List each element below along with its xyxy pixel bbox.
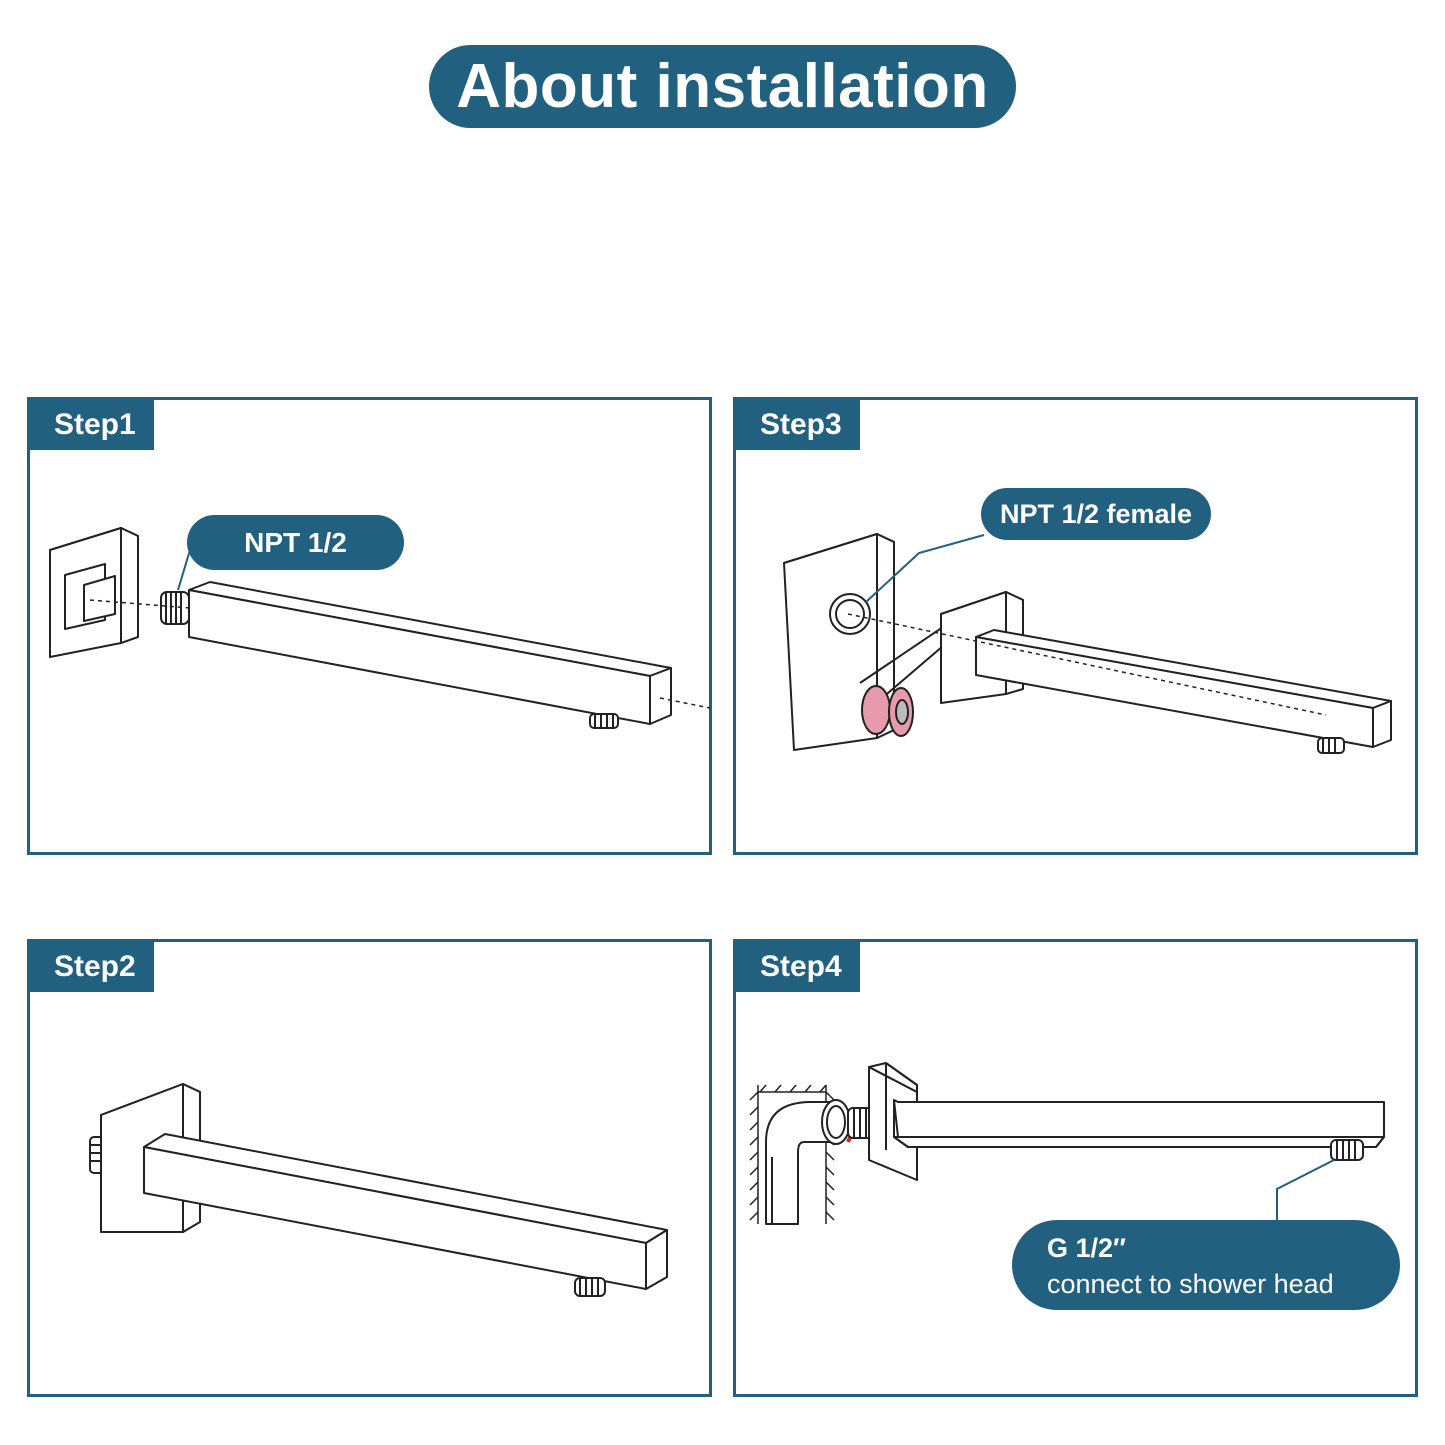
threaded-nipple [847, 1107, 873, 1139]
outlet-thread [589, 713, 619, 729]
step3-panel: Step3 [733, 397, 1418, 855]
step2-label: Step2 [30, 942, 154, 992]
step4-callout-desc: connect to shower head [1047, 1269, 1334, 1299]
step1-illustration [49, 527, 711, 729]
shower-arm [975, 629, 1392, 748]
step2-illustration [89, 1083, 668, 1297]
page-title: About installation [429, 45, 1016, 128]
step2-panel: Step2 [27, 939, 712, 1397]
step1-panel: Step1 [27, 397, 712, 855]
wall-flange [49, 527, 139, 658]
outlet-thread [1330, 1139, 1364, 1161]
step3-callout: NPT 1/2 female [981, 488, 1211, 540]
step3-illustration [783, 533, 1392, 754]
step4-callout-spec: G 1/2″ [1047, 1233, 1126, 1263]
step3-label: Step3 [736, 400, 860, 450]
step4-panel: Step4 [733, 939, 1418, 1397]
shower-arm [893, 1099, 1385, 1148]
elbow-pipe [765, 1099, 851, 1225]
step1-label: Step1 [30, 400, 154, 450]
shower-arm [188, 581, 672, 725]
step4-illustration [749, 1062, 1385, 1225]
pink-washer [861, 685, 914, 737]
outlet-thread [574, 1277, 606, 1297]
shower-arm [143, 1133, 668, 1290]
threaded-nipple [160, 591, 190, 625]
step4-label: Step4 [736, 942, 860, 992]
step1-callout: NPT 1/2 [187, 515, 404, 570]
outlet-thread [1317, 737, 1345, 754]
step4-callout: G 1/2″ connect to shower head [1012, 1220, 1400, 1310]
